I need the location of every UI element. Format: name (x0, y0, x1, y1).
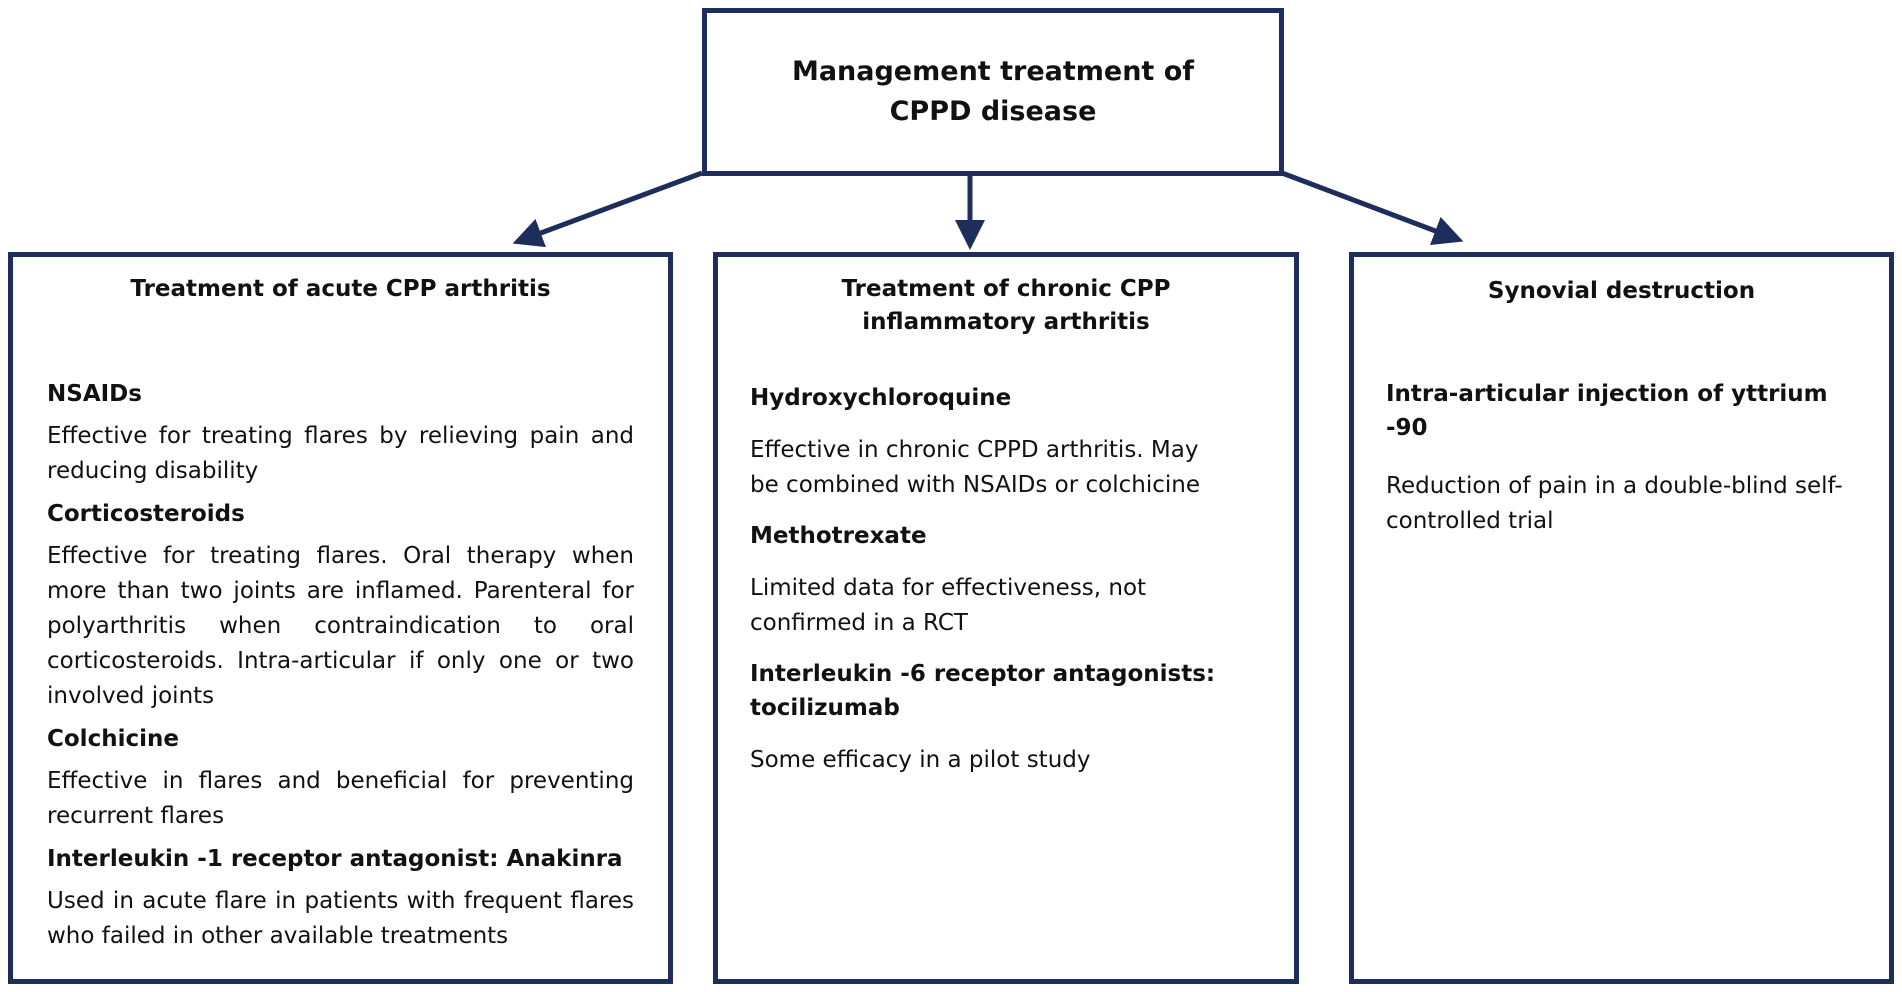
column-heading: Synovial destruction (1487, 278, 1756, 304)
arrow-to-acute (512, 170, 703, 248)
item-corticosteroids: Corticosteroids Effective for treating f… (47, 497, 634, 714)
item-list: NSAIDs Effective for treating flares by … (47, 377, 634, 962)
item-tocilizumab: Interleukin -6 receptor antagonists: toc… (750, 657, 1234, 778)
item-description: Effective in flares and beneficial for p… (47, 768, 634, 829)
item-title: Interleukin -6 receptor antagonists: toc… (750, 661, 1216, 721)
item-title: Intra-articular injection of yttrium -90 (1386, 381, 1828, 441)
item-hydroxychloroquine: Hydroxychloroquine Effective in chronic … (750, 381, 1234, 503)
item-nsaids: NSAIDs Effective for treating flares by … (47, 377, 634, 489)
item-description: Reduction of pain in a double-blind self… (1386, 473, 1843, 534)
item-description: Used in acute flare in patients with fre… (47, 888, 634, 949)
column-chronic-cpp-arthritis: Treatment of chronic CPP inflammatory ar… (713, 252, 1299, 984)
item-description: Effective for treating flares by relievi… (47, 423, 634, 484)
root-node: Management treatment of CPPD disease (702, 8, 1284, 176)
column-heading: Treatment of chronic CPP inflammatory ar… (841, 276, 1171, 335)
item-anakinra: Interleukin -1 receptor antagonist: Anak… (47, 842, 634, 954)
item-title: Interleukin -1 receptor antagonist: Anak… (47, 846, 623, 872)
item-title: Hydroxychloroquine (750, 385, 1012, 411)
item-description: Limited data for effectiveness, not conf… (750, 575, 1147, 636)
item-description: Some efficacy in a pilot study (750, 747, 1091, 773)
item-methotrexate: Methotrexate Limited data for effectiven… (750, 519, 1234, 641)
item-list: Intra-articular injection of yttrium -90… (1386, 377, 1849, 539)
item-list: Hydroxychloroquine Effective in chronic … (750, 381, 1234, 794)
item-colchicine: Colchicine Effective in flares and benef… (47, 722, 634, 834)
item-title: NSAIDs (47, 381, 142, 407)
item-title: Colchicine (47, 726, 179, 752)
item-yttrium-90: Intra-articular injection of yttrium -90… (1386, 377, 1849, 539)
column-synovial-destruction: Synovial destruction Intra-articular inj… (1349, 252, 1894, 984)
item-description: Effective for treating flares. Oral ther… (47, 543, 634, 709)
root-title: Management treatment of CPPD disease (791, 56, 1195, 127)
column-heading: Treatment of acute CPP arthritis (130, 276, 551, 302)
item-title: Methotrexate (750, 523, 927, 549)
column-acute-cpp-arthritis: Treatment of acute CPP arthritis NSAIDs … (8, 252, 673, 984)
item-description: Effective in chronic CPPD arthritis. May… (750, 437, 1200, 498)
item-title: Corticosteroids (47, 501, 245, 527)
arrow-to-synovial (1281, 170, 1464, 245)
